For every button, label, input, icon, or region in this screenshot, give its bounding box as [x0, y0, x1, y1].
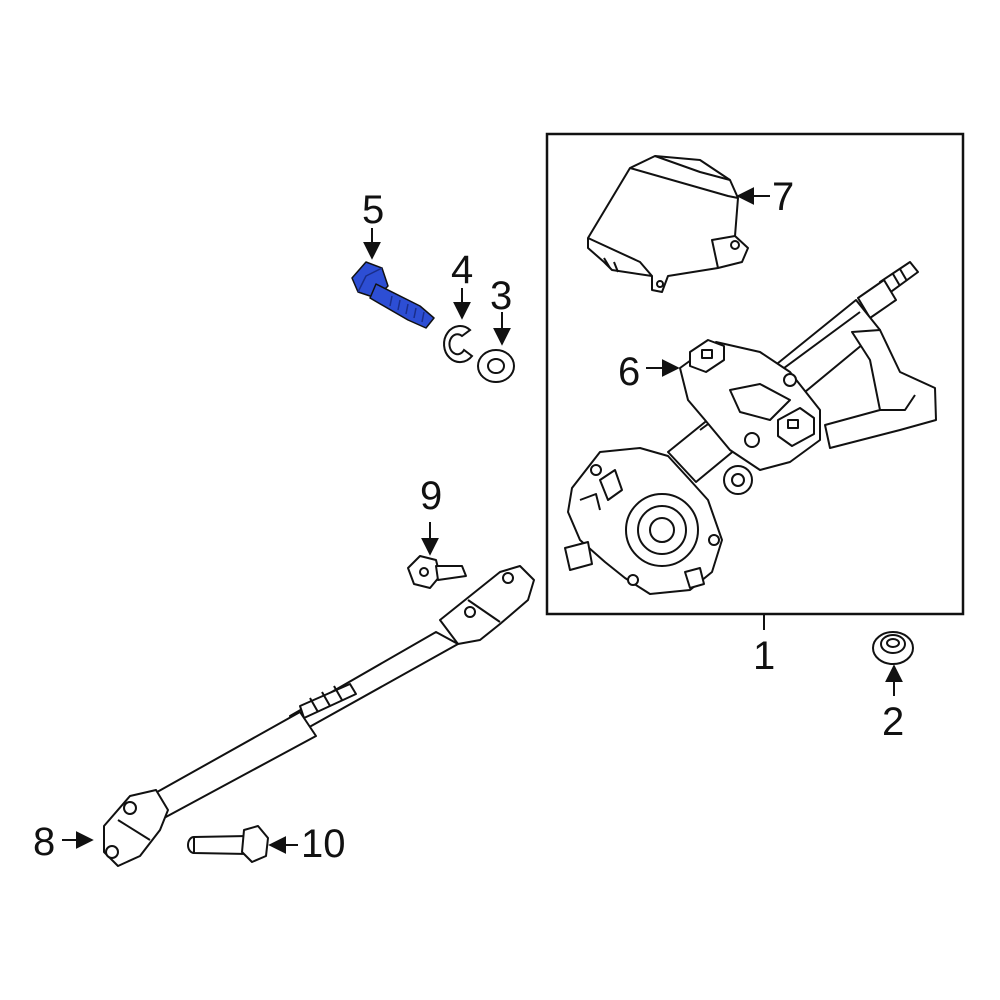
callout-10: 10 — [301, 822, 346, 866]
callout-5: 5 — [362, 188, 385, 232]
part-4-clip[interactable] — [443, 325, 474, 364]
leader-arrows — [62, 187, 903, 854]
callout-6: 6 — [618, 350, 641, 394]
part-1-steering-column[interactable] — [564, 261, 937, 595]
callout-7: 7 — [772, 175, 795, 219]
callout-4: 4 — [451, 248, 474, 292]
callout-3: 3 — [490, 274, 513, 318]
assembly-box — [545, 132, 965, 616]
part-5-bolt[interactable] — [351, 261, 435, 329]
callout-2: 2 — [882, 700, 905, 744]
part-10-bolt[interactable] — [187, 825, 269, 863]
part-2-nut[interactable] — [872, 631, 914, 665]
part-7-cover[interactable] — [587, 155, 749, 293]
callout-9: 9 — [420, 474, 443, 518]
part-9-bolt[interactable] — [407, 555, 467, 589]
callout-1: 1 — [753, 634, 776, 678]
callout-8: 8 — [33, 820, 56, 864]
part-8-intermediate-shaft[interactable] — [103, 565, 535, 867]
part-3-washer[interactable] — [477, 349, 515, 383]
